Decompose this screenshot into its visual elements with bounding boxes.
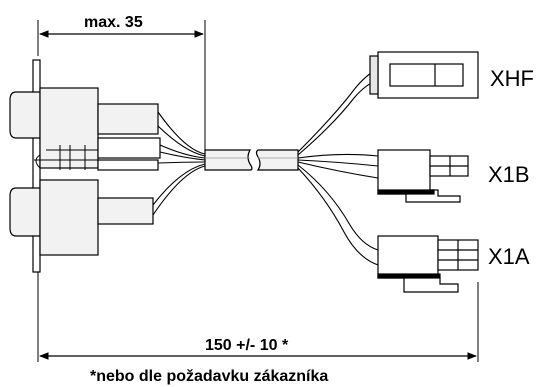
connector-xhf (369, 51, 479, 99)
total-length-label: 150 +/- 10 * (205, 337, 289, 354)
footnote: *nebo dle požadavku zákazníka (90, 368, 328, 385)
connector-x1b (377, 149, 469, 203)
x1a-body (377, 235, 439, 279)
cable-sleeve (204, 149, 299, 171)
housing-detail-curve (35, 154, 41, 169)
connector-label-xhf: XHF (490, 66, 534, 91)
upper-receptacle-body (39, 87, 99, 169)
wire (159, 151, 206, 161)
panel-connector (9, 59, 161, 273)
max-depth-label: max. 35 (84, 14, 143, 31)
xhf-inner (389, 63, 464, 87)
right-wire-bundle (297, 67, 379, 266)
lower-receptacle-front (9, 187, 41, 237)
wire-to-x1a (297, 164, 379, 251)
wire-to-x1b (297, 153, 379, 159)
wire (152, 163, 206, 206)
upper-receptacle-rear (97, 103, 159, 135)
upper-receptacle-front (9, 91, 41, 139)
xhf-base (369, 55, 379, 95)
sleeve-left-segment (204, 149, 253, 171)
wire (152, 165, 206, 216)
connector-label-x1b: X1B (488, 162, 530, 187)
wire-to-xhf (297, 79, 379, 156)
housing-details (34, 145, 98, 170)
wire (159, 144, 206, 159)
x1b-body (377, 149, 431, 195)
upper-latch (97, 137, 161, 159)
sleeve-right-segment (255, 149, 299, 171)
left-wire-bundle (152, 111, 206, 216)
dimension-max-depth: max. 35 (37, 14, 206, 160)
x1b-strip (377, 189, 435, 195)
x1a-strip (377, 273, 441, 279)
connector-x1a (377, 235, 479, 293)
dimension-total-length: 150 +/- 10 * (37, 272, 479, 362)
lower-receptacle-body (39, 179, 99, 256)
wire (157, 111, 206, 155)
connector-label-x1a: X1A (488, 244, 530, 269)
lower-receptacle-rear (97, 197, 154, 225)
wire-to-xhf (297, 67, 379, 153)
wire (157, 161, 206, 164)
wire-to-x1b (297, 161, 379, 179)
wire-to-x1b (297, 159, 379, 167)
wire (157, 125, 206, 157)
x1a-latch (403, 278, 459, 293)
lower-latch (97, 159, 159, 171)
wire-to-x1a (297, 167, 379, 266)
